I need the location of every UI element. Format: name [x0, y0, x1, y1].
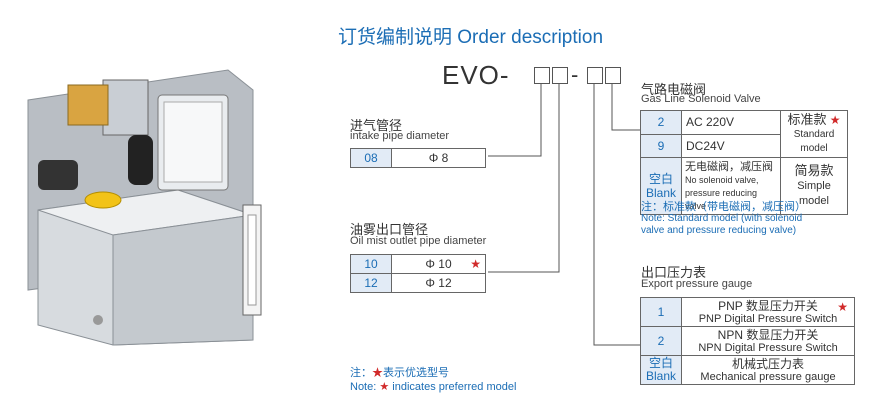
gauge-code-1: 1: [640, 297, 682, 327]
preferred-star-icon: ★: [829, 113, 841, 127]
gauge-pnp-cn: PNP 数显压力开关: [718, 298, 818, 313]
solenoid-code-blank-cn: 空白: [648, 172, 673, 186]
gauge-table: 1 PNP 数显压力开关 ★ PNP Digital Pressure Swit…: [640, 297, 855, 385]
gauge-mech-cn: 机械式压力表: [731, 356, 804, 371]
intake-code-08: 08: [350, 148, 392, 168]
gauge-code-blank-cn: 空白: [648, 356, 673, 370]
footnote-en: Note: ★ indicates preferred model: [350, 380, 516, 393]
intake-label-en: intake pipe diameter: [350, 130, 450, 142]
intake-label-cn: 进气管径: [350, 118, 403, 133]
footnote-cn-prefix: 注：: [350, 367, 372, 379]
oil-mist-label-en: Oil mist outlet pipe diameter: [350, 235, 487, 247]
footnote-cn: 注：★表示优选型号: [350, 364, 449, 380]
gauge-code-2: 2: [640, 326, 682, 356]
footnote-en-prefix: Note:: [350, 381, 380, 393]
table-row: 空白 Blank 机械式压力表 Mechanical pressure gaug…: [640, 355, 855, 385]
model-prefix: EVO-: [442, 60, 510, 90]
code-box-solenoid: [587, 67, 603, 84]
solenoid-code-2: 2: [640, 110, 682, 135]
gauge-pnp-en: PNP Digital Pressure Switch: [698, 312, 838, 325]
intake-value-8: Φ 8: [391, 148, 486, 168]
oil-mist-code-10: 10: [350, 254, 392, 274]
oil-mist-value-10: Φ 10: [425, 257, 452, 271]
table-row: 2 NPN 数显压力开关 NPN Digital Pressure Switch: [640, 326, 855, 356]
footnote-cn-suffix: 表示优选型号: [383, 367, 449, 379]
code-box-intake: [534, 67, 550, 84]
table-row: 2 AC 220V 标准款 ★ Standard model: [640, 110, 848, 158]
table-row: 08 Φ 8: [350, 148, 486, 168]
solenoid-label-cn: 气路电磁阀: [641, 82, 707, 97]
solenoid-none-en1: No solenoid valve,: [685, 175, 759, 185]
footnote-en-suffix: indicates preferred model: [389, 381, 517, 393]
table-row: 12 Φ 12: [350, 273, 486, 293]
code-box-gauge: [605, 67, 621, 84]
preferred-star-icon: ★: [470, 257, 481, 271]
oil-mist-value-12: Φ 12: [391, 273, 486, 293]
gauge-label-cn: 出口压力表: [641, 265, 707, 280]
solenoid-value-dc: DC24V: [681, 133, 781, 158]
solenoid-label-en: Gas Line Solenoid Valve: [641, 93, 761, 105]
lubricator-unit-image: [27, 69, 262, 346]
table-row: 空白 Blank 无电磁阀，减压阀 No solenoid valve, pre…: [640, 157, 848, 215]
model-dash: -: [571, 62, 579, 87]
solenoid-table: 2 AC 220V 标准款 ★ Standard model 9 DC24V 空…: [640, 110, 848, 215]
gauge-npn-cn: NPN 数显压力开关: [717, 327, 819, 342]
intake-table: 08 Φ 8: [350, 148, 486, 168]
simple-model-en: Simple model: [797, 180, 831, 207]
oil-mist-table: 10 Φ 10 ★ 12 Φ 12: [350, 254, 486, 293]
gauge-label-en: Export pressure gauge: [641, 278, 753, 290]
simple-model-cn: 简易款: [794, 163, 834, 178]
preferred-star-icon: ★: [837, 300, 848, 314]
code-box-outlet: [552, 67, 568, 84]
oil-mist-code-12: 12: [350, 273, 392, 293]
page-title: 订货编制说明 Order description: [338, 27, 604, 48]
standard-note-cn: 注：标准款（带电磁阀，减压阀）: [641, 201, 806, 213]
standard-model-cn: 标准款: [787, 112, 827, 127]
preferred-star-icon: ★: [372, 367, 383, 379]
gauge-code-blank-en: Blank: [645, 369, 677, 383]
solenoid-code-blank-en: Blank: [645, 186, 677, 200]
preferred-star-icon: ★: [379, 381, 390, 393]
oil-mist-label-cn: 油雾出口管径: [350, 222, 429, 237]
standard-note-en1: Note: Standard model (with solenoid: [641, 213, 803, 224]
table-row: 10 Φ 10 ★: [350, 254, 486, 274]
solenoid-code-9: 9: [640, 133, 682, 158]
standard-model-en: Standard model: [793, 129, 835, 154]
gauge-npn-en: NPN Digital Pressure Switch: [698, 341, 838, 354]
standard-note-en2: valve and pressure reducing valve): [641, 225, 797, 236]
table-row: 1 PNP 数显压力开关 ★ PNP Digital Pressure Swit…: [640, 297, 855, 327]
table-row: 9 DC24V: [640, 133, 848, 158]
solenoid-value-ac: AC 220V: [681, 110, 781, 135]
solenoid-none-cn: 无电磁阀，减压阀: [685, 161, 773, 173]
gauge-mech-en: Mechanical pressure gauge: [700, 370, 836, 383]
solenoid-none-en2: pressure reducing valve: [685, 188, 758, 211]
